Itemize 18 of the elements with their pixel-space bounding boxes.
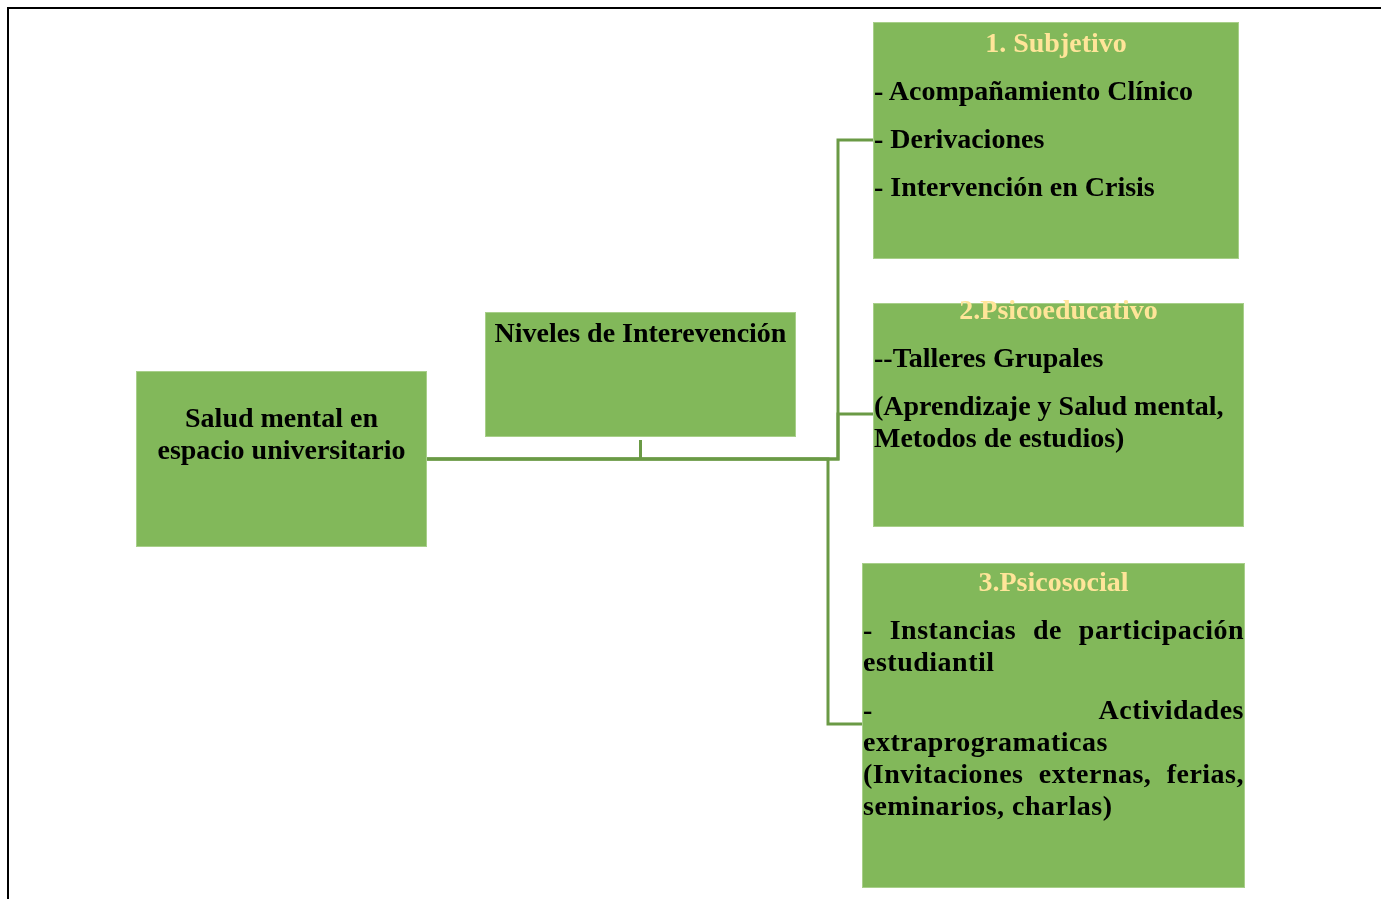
list-item: (Aprendizaje y Salud mental, Metodos de estudios) — [874, 390, 1225, 454]
list-item: - Instancias de participación estudiantil — [863, 614, 1244, 678]
box-heading: 3.Psicosocial — [977, 566, 1130, 598]
process-box — [136, 371, 427, 547]
box-heading: 1. Subjetivo — [984, 27, 1128, 59]
list-item: - Intervención en Crisis — [874, 171, 1156, 203]
process-box — [873, 22, 1239, 259]
process-box — [862, 563, 1245, 888]
connector-line — [427, 457, 862, 726]
box-heading: 2.Psicoeducativo — [958, 294, 1159, 326]
list-item: - Actividades extraprogramaticas (Invitaciones externas, ferias, seminarios, charlas) — [863, 694, 1244, 822]
connector-line — [639, 440, 642, 459]
list-item: - Derivaciones — [874, 123, 1046, 155]
process-box — [485, 312, 796, 437]
list-item: --Talleres Grupales — [874, 342, 1105, 374]
box-title: Salud mental en espacio universitario — [156, 402, 407, 466]
list-item: - Acompañamiento Clínico — [874, 75, 1194, 107]
box-title: Niveles de Interevención — [493, 317, 788, 349]
